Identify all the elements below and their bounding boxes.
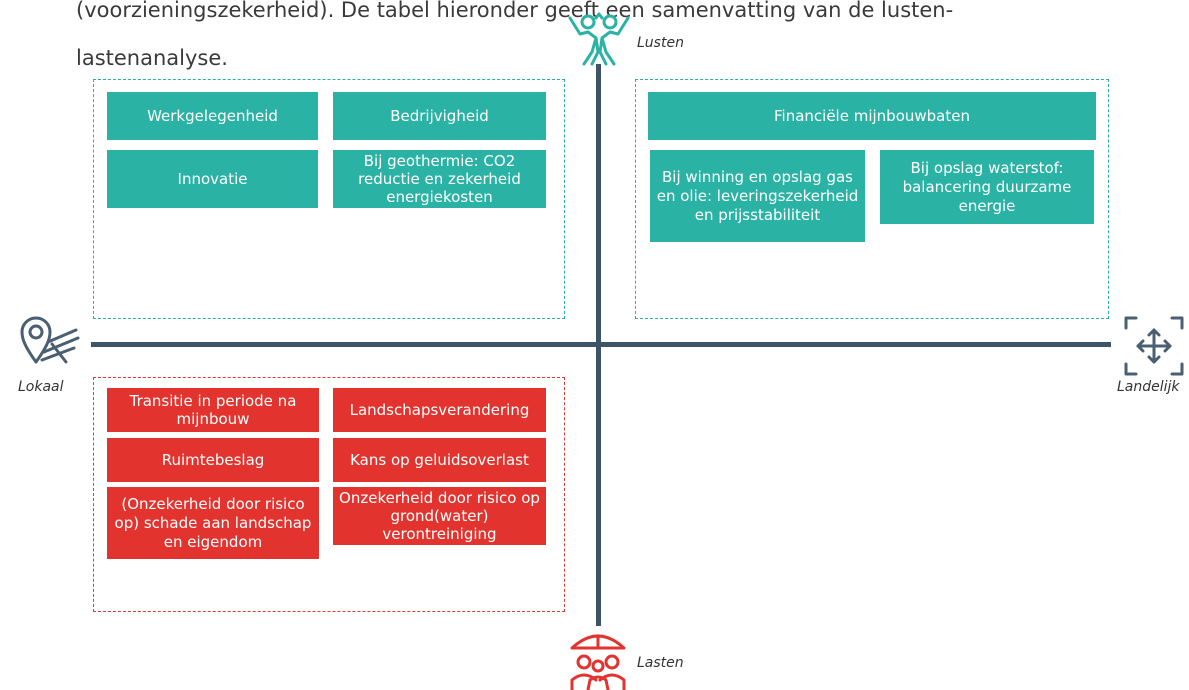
cost-box: Onzekerheid door risico op grond(water) … [333,487,546,545]
cost-box: Transitie in periode na mijnbouw [107,388,319,432]
axis-label-right: Landelijk [1117,379,1180,395]
cost-box: (Onzekerheid door risico op) schade aan … [107,487,319,559]
cost-box: Landschapsverandering [333,388,546,432]
cost-box: Ruimtebeslag [107,438,319,482]
horizontal-axis [91,342,1111,347]
intro-line-2: lastenanalyse. [76,46,228,70]
quadrant-lasten-lokaal [93,377,565,612]
expand-arrows-icon [1124,316,1184,376]
axis-label-left: Lokaal [18,379,64,395]
map-pin-icon [20,316,80,364]
intro-line-1: (voorzieningszekerheid). De tabel hieron… [76,0,954,22]
benefit-box: Bij geothermie: CO2 reductie en zekerhei… [333,150,546,208]
axis-label-bottom: Lasten [637,655,684,671]
benefit-box: Financiële mijnbouwbaten [648,92,1096,140]
intro-text: (voorzieningszekerheid). De tabel hieron… [76,0,1136,82]
quadrant-lusten-lokaal [93,79,565,319]
cost-box: Kans op geluidsoverlast [333,438,546,482]
benefit-box: Bij opslag waterstof: balancering duurza… [880,150,1094,224]
axis-label-top: Lusten [637,35,684,51]
celebrating-people-icon [568,12,630,66]
benefit-box: Bij winning en opslag gas en olie: lever… [650,150,865,242]
benefit-box: Werkgelegenheid [107,92,318,140]
benefit-box: Innovatie [107,150,318,208]
quadrant-lusten-landelijk [635,79,1109,319]
umbrella-people-icon [570,634,626,690]
benefit-box: Bedrijvigheid [333,92,546,140]
